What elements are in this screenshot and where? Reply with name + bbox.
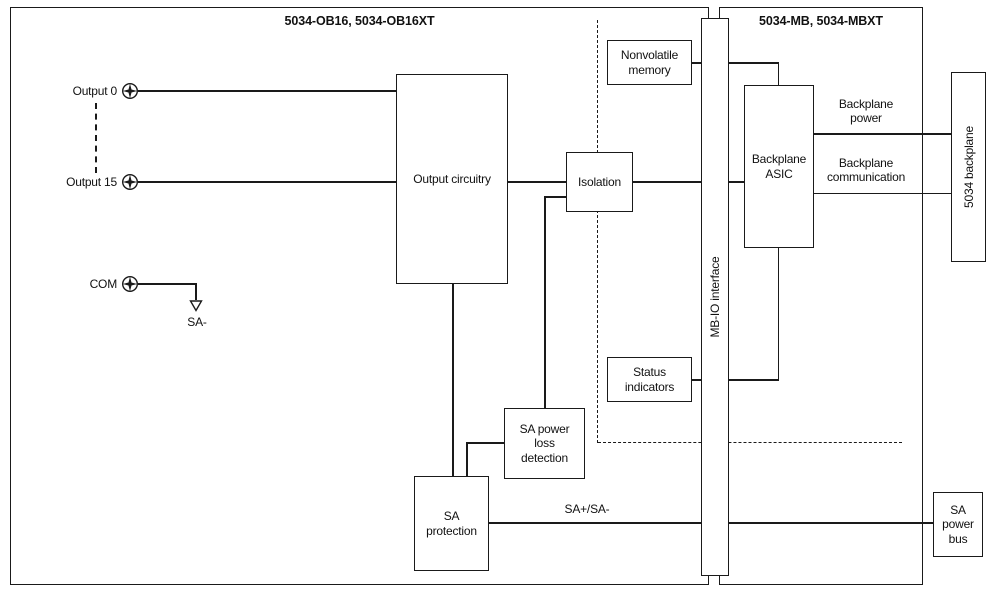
wire-backplane-power [814,133,951,135]
isolation-label: Isolation [578,174,621,189]
ground-symbol-icon [189,300,203,312]
sa-power-bus-block: SA power bus [933,492,983,557]
output-circuitry-block: Output circuitry [396,74,508,284]
wire-lossdetect-protection-horizontal [467,442,504,444]
sa-power-loss-detection-label: SA power loss detection [519,422,570,465]
right-module-title: 5034-MB, 5034-MBXT [759,14,883,28]
wire-circuitry-isolation [508,181,566,183]
sa-power-loss-detection-block: SA power loss detection [504,408,585,479]
sa-protection-label: SA protection [426,509,477,538]
terminal-label-com: COM [89,277,118,291]
nonvolatile-memory-block: Nonvolatile memory [607,40,692,85]
terminal-label-output0: Output 0 [72,84,118,98]
wire-lossdetect-vertical [544,196,546,408]
mbio-interface-label: MB-IO interface [707,256,722,338]
sa-bus-label: SA+/SA- [564,502,610,516]
screw-terminal-icon-com [121,275,139,293]
wire-lossdetect-protection-vertical [466,442,468,476]
backplane-5034-label: 5034 backplane [961,126,976,208]
wire-isolation-asic [633,181,744,183]
nonvolatile-memory-label: Nonvolatile memory [620,48,679,77]
backplane-asic-block: Backplane ASIC [744,85,814,248]
wire-output15 [138,181,396,183]
output-circuitry-label: Output circuitry [413,171,491,186]
wire-isolation-lossdetect-stub [545,196,566,198]
status-indicators-block: Status indicators [607,357,692,402]
wire-asic-status-vertical [777,248,779,380]
isolation-block: Isolation [566,152,633,212]
wire-circuitry-protection-vertical [452,284,454,476]
isolation-boundary-dashed-vertical [597,20,598,443]
screw-terminal-icon-output15 [121,173,139,191]
terminal-label-output15: Output 15 [66,175,117,189]
left-module-title: 5034-OB16, 5034-OB16XT [284,14,435,28]
ground-label: SA- [187,315,207,329]
sa-protection-block: SA protection [414,476,489,571]
output-range-dashed-line [95,103,97,173]
wire-com-horizontal [138,283,196,285]
wire-output0 [138,90,396,92]
wire-status [692,379,779,381]
backplane-5034-block: 5034 backplane [951,72,986,262]
wire-backplane-communication [814,192,951,194]
mbio-interface-block: MB-IO interface [701,18,729,576]
status-indicators-label: Status indicators [624,365,675,394]
screw-terminal-icon-output0 [121,82,139,100]
backplane-asic-label: Backplane ASIC [751,152,807,181]
backplane-power-label: Backplane power [838,97,894,126]
wire-memory-asic-vertical [777,62,779,85]
backplane-communication-label: Backplane communication [826,156,906,185]
wire-com-ground-vertical [195,283,197,300]
isolation-boundary-dashed-horizontal [598,442,902,443]
wire-memory [692,62,779,64]
sa-power-bus-label: SA power bus [942,503,974,546]
